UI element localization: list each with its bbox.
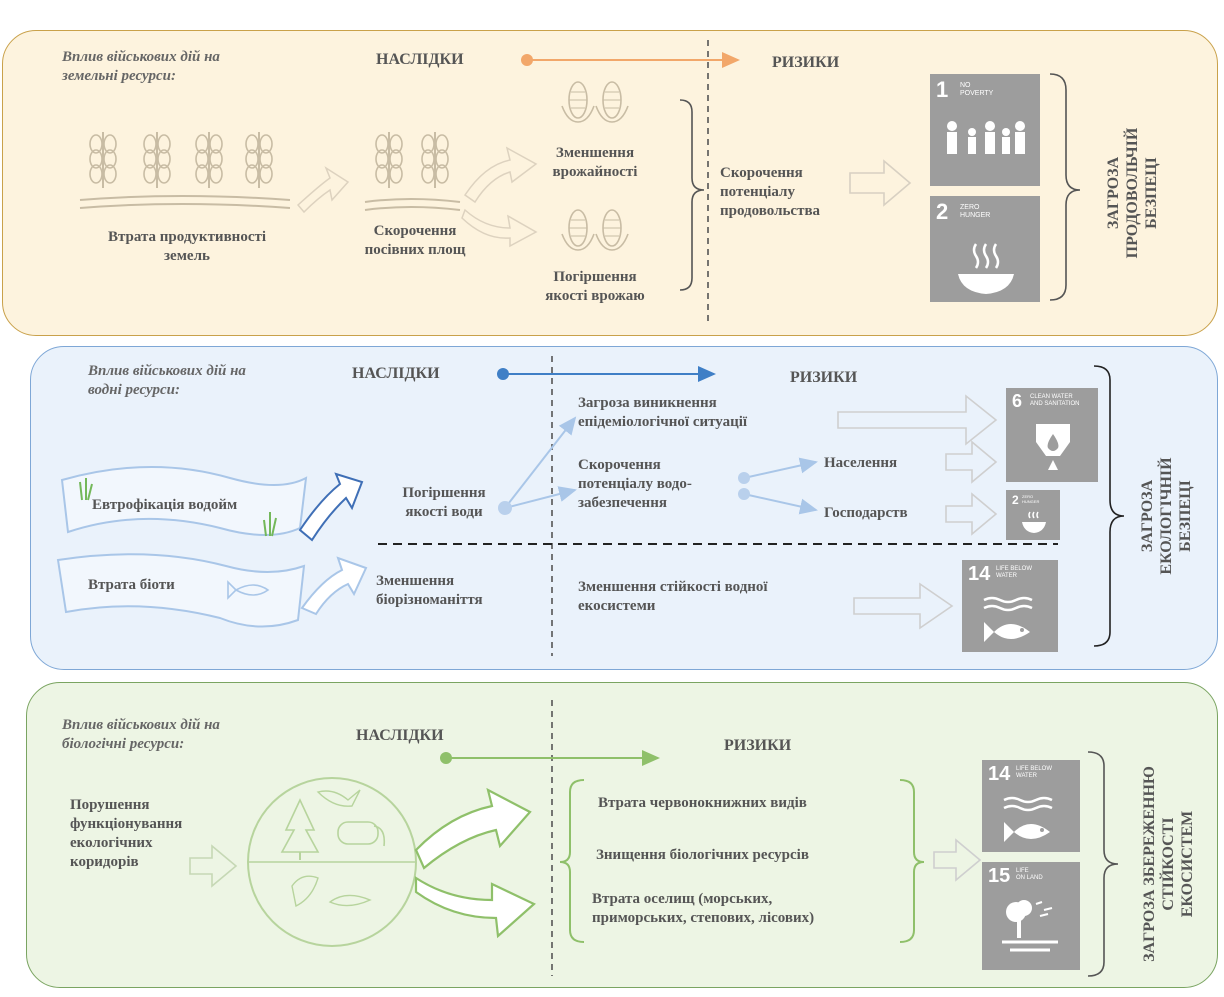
sdg-14-number: 14 bbox=[968, 563, 991, 585]
loss-productivity-label: Втрата продуктивності земель bbox=[107, 229, 267, 264]
sdg-6-label: CLEAN WATER AND SANITATION bbox=[1030, 394, 1080, 407]
sdg-14-tile: 14 LIFE BELOW WATER bbox=[962, 560, 1058, 652]
land-intro-label: Вплив військових дій на земельні ресурси… bbox=[62, 49, 220, 84]
biodiversity-label: Зменшення біорізноманіття bbox=[376, 573, 483, 608]
sdg-1-tile: 1 NO POVERTY bbox=[930, 74, 1040, 186]
bio-intro-label: Вплив військових дій на біологічні ресур… bbox=[62, 717, 220, 752]
fish-icon bbox=[1003, 796, 1053, 842]
sdg-15-number: 15 bbox=[988, 865, 1011, 887]
sdg-15-tile: 15 LIFE ON LAND bbox=[982, 862, 1080, 970]
water-drop-icon bbox=[1036, 424, 1070, 470]
biota-loss-label: Втрата біоти bbox=[88, 577, 175, 593]
tree-icon bbox=[1002, 900, 1058, 952]
sdg-14-bio-label: LIFE BELOW WATER bbox=[1016, 766, 1053, 779]
sdg-2-small-number: 2 bbox=[1012, 493, 1019, 507]
sdg-2-label: ZERO HUNGER bbox=[960, 204, 991, 219]
yield-decrease-label: Зменшення врожайності bbox=[552, 145, 638, 180]
bowl-icon bbox=[1022, 511, 1046, 533]
ecosystem-preservation-threat-label: ЗАГРОЗА ЗБЕРЕЖЕННЮ СТІЙКОСТІ ЕКОСИСТЕМ bbox=[1141, 766, 1196, 962]
sdg-6-tile: 6 CLEAN WATER AND SANITATION bbox=[1006, 388, 1098, 482]
risks-header-water: РИЗИКИ bbox=[790, 369, 858, 386]
corridors-label: Порушення функціонування екологічних кор… bbox=[70, 797, 183, 870]
bio-resources-label: Знищення біологічних ресурсів bbox=[596, 847, 809, 863]
food-security-threat-label: ЗАГРОЗА ПРОДОВОЛЬЧІЙ БЕЗПЕЦІ bbox=[1105, 127, 1160, 259]
sdg-14-bio-number: 14 bbox=[988, 763, 1011, 785]
epidemic-label: Загроза виникнення епідеміологічної ситу… bbox=[578, 395, 748, 430]
risks-header: РИЗИКИ bbox=[772, 54, 840, 71]
fish-icon bbox=[983, 596, 1033, 642]
people-icon bbox=[947, 121, 1025, 154]
consequences-header: НАСЛІДКИ bbox=[376, 51, 464, 68]
habitats-label: Втрата оселищ (морських, приморських, ст… bbox=[592, 891, 815, 926]
sdg-1-number: 1 bbox=[936, 77, 949, 102]
food-potential-label: Скорочення потенціалу продовольства bbox=[720, 165, 821, 219]
population-label: Населення bbox=[824, 455, 898, 471]
water-quality-label: Погіршення якості води bbox=[402, 485, 486, 520]
risks-header-bio: РИЗИКИ bbox=[724, 737, 792, 754]
bowl-icon bbox=[958, 243, 1014, 294]
sdg-14-bio-tile: 14 LIFE BELOW WATER bbox=[982, 760, 1080, 852]
sdg-2-small-label: ZERO HUNGER bbox=[1022, 494, 1040, 504]
water-supply-label: Скорочення потенціалу водо- забезпечення bbox=[578, 457, 692, 511]
sdg-1-label: NO POVERTY bbox=[960, 82, 994, 97]
consequences-header-bio: НАСЛІДКИ bbox=[356, 727, 444, 744]
sdg-2-number: 2 bbox=[936, 199, 949, 224]
water-intro-label: Вплив військових дій на водні ресурси: bbox=[88, 363, 246, 398]
quality-decrease-label: Погіршення якості врожаю bbox=[545, 269, 645, 304]
sdg-15-label: LIFE ON LAND bbox=[1016, 868, 1043, 881]
sdg-2-small-tile: 2 ZERO HUNGER bbox=[1006, 490, 1060, 540]
ecosystem-stability-label: Зменшення стійкості водної екосистеми bbox=[578, 579, 768, 614]
consequences-header-water: НАСЛІДКИ bbox=[352, 365, 440, 382]
households-label: Господарств bbox=[824, 505, 908, 521]
ecological-security-threat-label: ЗАГРОЗА ЕКОЛОГІЧНІЙ БЕЗПЕЦІ bbox=[1139, 457, 1194, 575]
sown-area-label: Скорочення посівних площ bbox=[364, 223, 466, 258]
eutrophication-label: Евтрофікація водойм bbox=[92, 497, 238, 513]
sdg-6-number: 6 bbox=[1012, 391, 1023, 411]
red-book-label: Втрата червонокнижних видів bbox=[598, 795, 807, 811]
sdg-14-label: LIFE BELOW WATER bbox=[996, 566, 1033, 579]
sdg-2-tile: 2 ZERO HUNGER bbox=[930, 196, 1040, 302]
